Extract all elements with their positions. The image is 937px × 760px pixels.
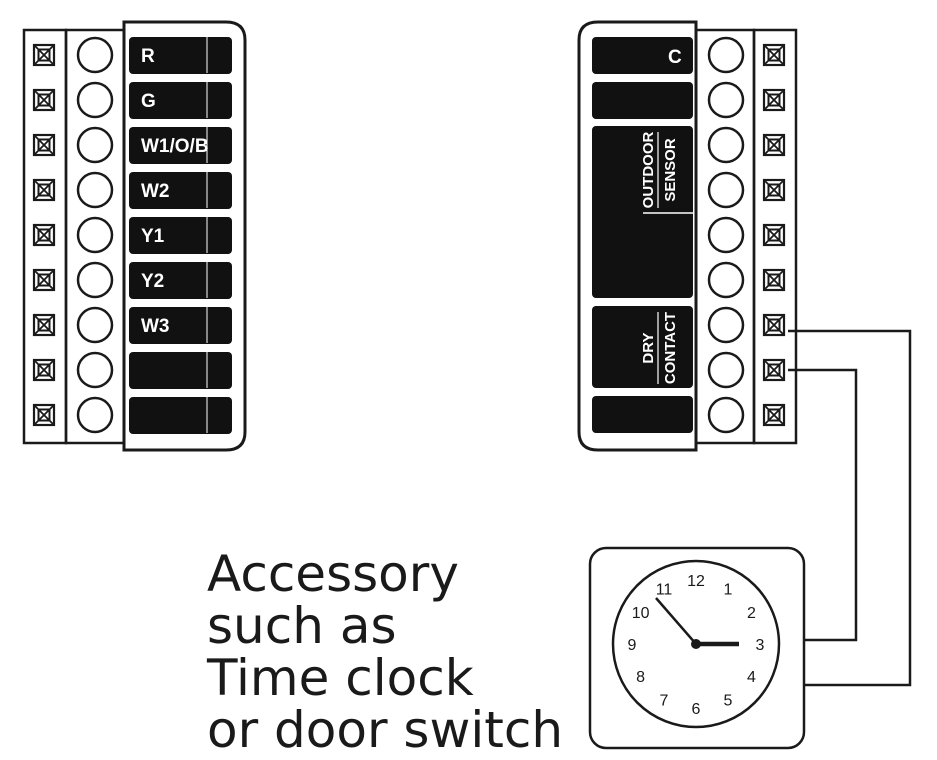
left-screw-icon [32, 358, 56, 382]
right-screw-icon [762, 358, 786, 382]
clock-number: 6 [692, 701, 701, 718]
right-terminal-block: C OUTDOOR SENSOR DRY CONTACT [577, 20, 798, 452]
right-terminal-hole [707, 306, 745, 344]
left-terminal-hole [76, 171, 114, 209]
clock-number: 2 [747, 605, 756, 622]
left-terminal-tab [129, 307, 232, 344]
caption-line-4: or door switch [207, 701, 563, 759]
clock-number: 9 [628, 637, 637, 654]
caption-line-3: Time clock [206, 649, 474, 707]
right-screw-icon [762, 268, 786, 292]
left-terminal-hole [76, 126, 114, 164]
right-terminal-hole [707, 396, 745, 434]
terminal-blank-tab [592, 82, 693, 119]
left-screw-icon [32, 268, 56, 292]
clock-number: 3 [756, 637, 765, 654]
right-screw-icon [762, 223, 786, 247]
caption-line-1: Accessory [207, 545, 459, 603]
right-screw-icon [762, 43, 786, 67]
right-terminal-hole [707, 36, 745, 74]
caption-line-2: such as [207, 597, 397, 655]
right-screw-icon [762, 403, 786, 427]
terminal-label: G [141, 91, 156, 112]
right-terminal-hole [707, 81, 745, 119]
accessory-caption: Accessory such as Time clock or door swi… [206, 545, 563, 759]
wire-inner [788, 368, 858, 642]
dry-contact-tab [592, 306, 693, 388]
left-screw-icon [32, 223, 56, 247]
left-terminal-tab [129, 217, 232, 254]
right-terminal-hole [707, 351, 745, 389]
accessory-wires [788, 329, 912, 687]
terminal-label: W2 [141, 181, 170, 202]
left-terminal-hole [76, 216, 114, 254]
left-terminal-hole [76, 351, 114, 389]
terminal-bottom-tab [592, 396, 693, 433]
clock-number: 8 [636, 669, 645, 686]
left-terminal-hole [76, 306, 114, 344]
left-terminal-tab [129, 82, 232, 119]
clock-number: 10 [632, 605, 650, 622]
left-screw-icon [32, 88, 56, 112]
terminal-label: R [141, 46, 155, 67]
left-screw-icon [32, 43, 56, 67]
left-terminal-hole [76, 36, 114, 74]
left-terminal-tab [129, 37, 232, 74]
right-screw-icon [762, 313, 786, 337]
clock-number: 5 [724, 692, 733, 709]
left-screw-icon [32, 133, 56, 157]
clock-center [691, 639, 701, 649]
terminal-c-tab [592, 37, 693, 74]
clock-number: 11 [656, 582, 673, 599]
left-terminal-tab [129, 397, 232, 434]
left-terminal-tab [129, 262, 232, 299]
outdoor-sensor-label-2: SENSOR [662, 138, 679, 202]
terminal-label-c: C [668, 47, 682, 68]
left-terminal-hole [76, 396, 114, 434]
terminal-label: W1/O/B [141, 136, 209, 157]
left-screw-icon [32, 313, 56, 337]
wire-outer [788, 329, 912, 687]
left-screw-icon [32, 178, 56, 202]
right-screw-icon [762, 178, 786, 202]
right-screw-strip [752, 28, 798, 445]
terminal-label: Y2 [141, 271, 164, 292]
left-terminal-tab [129, 172, 232, 209]
right-terminal-hole [707, 216, 745, 254]
right-terminal-hole [707, 126, 745, 164]
right-terminal-hole [707, 171, 745, 209]
terminal-label: W3 [141, 316, 170, 337]
left-terminal-hole [76, 261, 114, 299]
left-terminal-tab [129, 127, 232, 164]
right-screw-icon [762, 133, 786, 157]
clock-number: 1 [724, 582, 733, 599]
dry-contact-label-2: CONTACT [662, 312, 679, 384]
clock-number: 7 [660, 692, 669, 709]
outdoor-sensor-tab [592, 126, 693, 298]
terminal-label: Y1 [141, 226, 165, 247]
right-terminal-hole [707, 261, 745, 299]
left-screw-icon [32, 403, 56, 427]
left-terminal-tab [129, 352, 232, 389]
clock-number: 12 [687, 573, 705, 590]
left-terminal-hole [76, 81, 114, 119]
clock-number: 4 [747, 669, 756, 686]
right-screw-icon [762, 88, 786, 112]
dry-contact-label-1: DRY [640, 332, 657, 363]
outdoor-sensor-label-1: OUTDOOR [640, 132, 657, 209]
clock-minute-hand [655, 597, 697, 645]
